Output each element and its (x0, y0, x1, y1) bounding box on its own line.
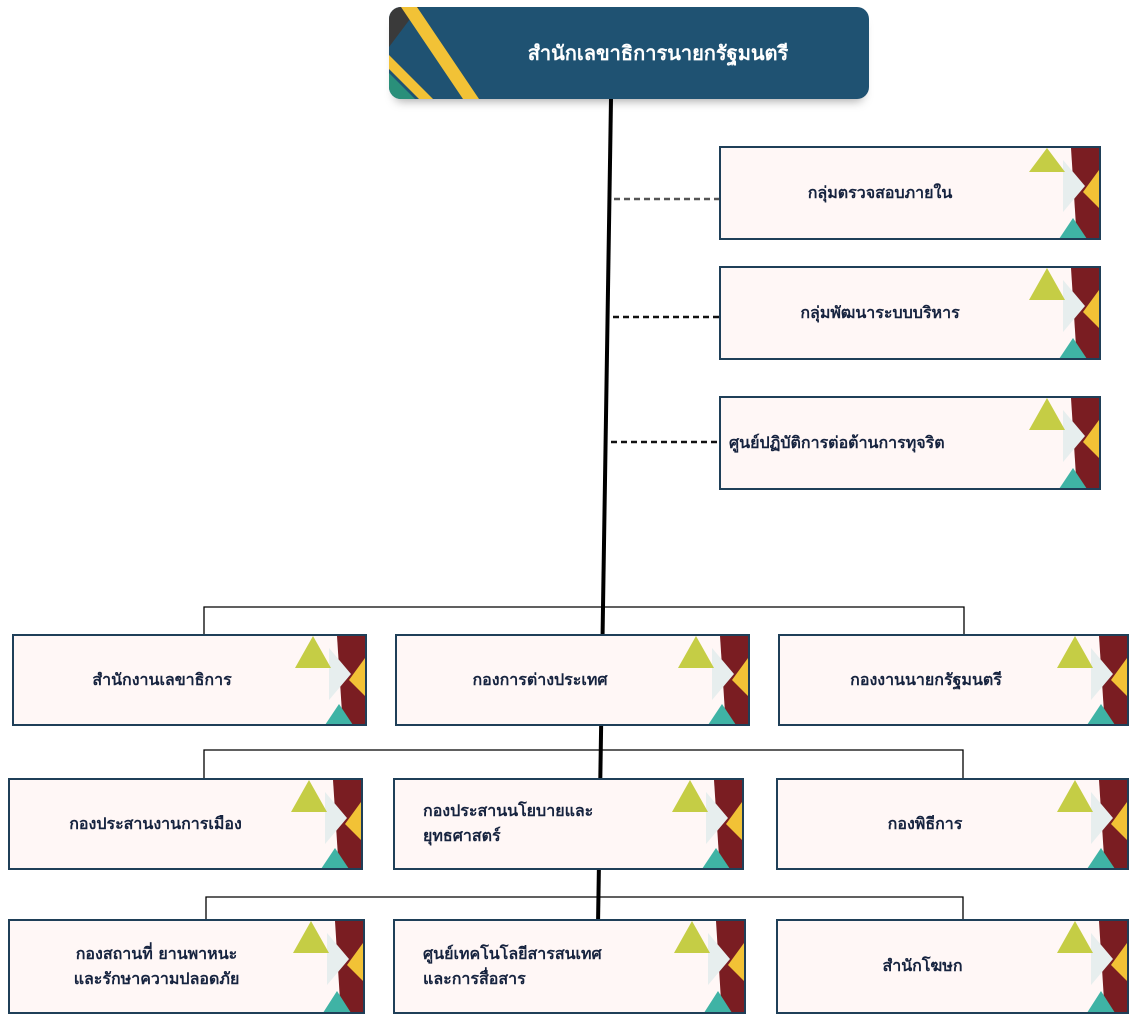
corner-decoration (1029, 398, 1099, 488)
row1-bracket (203, 606, 965, 634)
unit-political-coordination-division: กองประสานงานการเมือง (8, 778, 363, 870)
corner-decoration (291, 780, 361, 868)
box-label: กองประสานงานการเมือง (69, 813, 242, 833)
corner-decoration (1057, 780, 1127, 868)
box-label: กองงานนายกรัฐมนตรี (850, 669, 1002, 689)
header-box: สำนักเลขาธิการนายกรัฐมนตรี (389, 7, 869, 99)
corner-decoration (295, 636, 365, 724)
box-label-line1: กองสถานที่ ยานพาหนะ (75, 943, 238, 963)
box-label-line2: ยุทธศาสตร์ (423, 826, 501, 845)
box-label: กองการต่างประเทศ (472, 669, 608, 689)
unit-policy-strategy-coordination-division: กองประสานนโยบายและ ยุทธศาสตร์ (393, 778, 744, 870)
header-title: สำนักเลขาธิการนายกรัฐมนตรี (527, 41, 789, 65)
box-label-two-lines: กองประสานนโยบายและ ยุทธศาสตร์ (423, 780, 682, 868)
box-label-line1: ศูนย์เทคโนโลยีสารสนเทศ (423, 943, 602, 963)
unit-spokesperson-office: สำนักโฆษก (776, 919, 1129, 1014)
box-label: กลุ่มตรวจสอบภายใน (807, 182, 953, 202)
corner-decoration (672, 780, 742, 868)
box-label-two-lines: กองสถานที่ ยานพาหนะ และรักษาความปลอดภัย (10, 921, 303, 1012)
side-unit-anti-corruption-center: ศูนย์ปฏิบัติการต่อต้านการทุจริต (719, 396, 1101, 490)
side-unit-management-development: กลุ่มพัฒนาระบบบริหาร (719, 266, 1101, 360)
box-label: สำนักโฆษก (882, 956, 963, 976)
corner-decoration (1057, 921, 1127, 1012)
box-label-two-lines: ศูนย์เทคโนโลยีสารสนเทศ และการสื่อสาร (423, 921, 684, 1012)
corner-decoration (1029, 268, 1099, 358)
unit-foreign-affairs-division: กองการต่างประเทศ (395, 634, 750, 726)
row3-bracket (205, 896, 964, 919)
header-stripes-decoration (389, 7, 479, 99)
corner-decoration (1029, 148, 1099, 238)
row2-bracket (203, 749, 964, 778)
corner-decoration (674, 921, 744, 1012)
box-label: กองพิธีการ (887, 813, 963, 833)
side-unit-internal-audit: กลุ่มตรวจสอบภายใน (719, 146, 1101, 240)
box-label: สำนักงานเลขาธิการ (92, 669, 232, 689)
box-label-line2: และการสื่อสาร (423, 968, 526, 988)
unit-ceremony-division: กองพิธีการ (776, 778, 1129, 870)
unit-secretariat-office: สำนักงานเลขาธิการ (12, 634, 367, 726)
unit-premises-vehicles-security-division: กองสถานที่ ยานพาหนะ และรักษาความปลอดภัย (8, 919, 365, 1014)
unit-ict-center: ศูนย์เทคโนโลยีสารสนเทศ และการสื่อสาร (393, 919, 746, 1014)
corner-decoration (293, 921, 363, 1012)
box-label: กลุ่มพัฒนาระบบบริหาร (800, 302, 960, 322)
box-label: ศูนย์ปฏิบัติการต่อต้านการทุจริต (729, 432, 945, 452)
corner-decoration (678, 636, 748, 724)
box-label-line1: กองประสานนโยบายและ (423, 801, 594, 821)
corner-decoration (1057, 636, 1127, 724)
unit-prime-minister-affairs-division: กองงานนายกรัฐมนตรี (778, 634, 1129, 726)
box-label-line2: และรักษาความปลอดภัย (73, 968, 240, 988)
